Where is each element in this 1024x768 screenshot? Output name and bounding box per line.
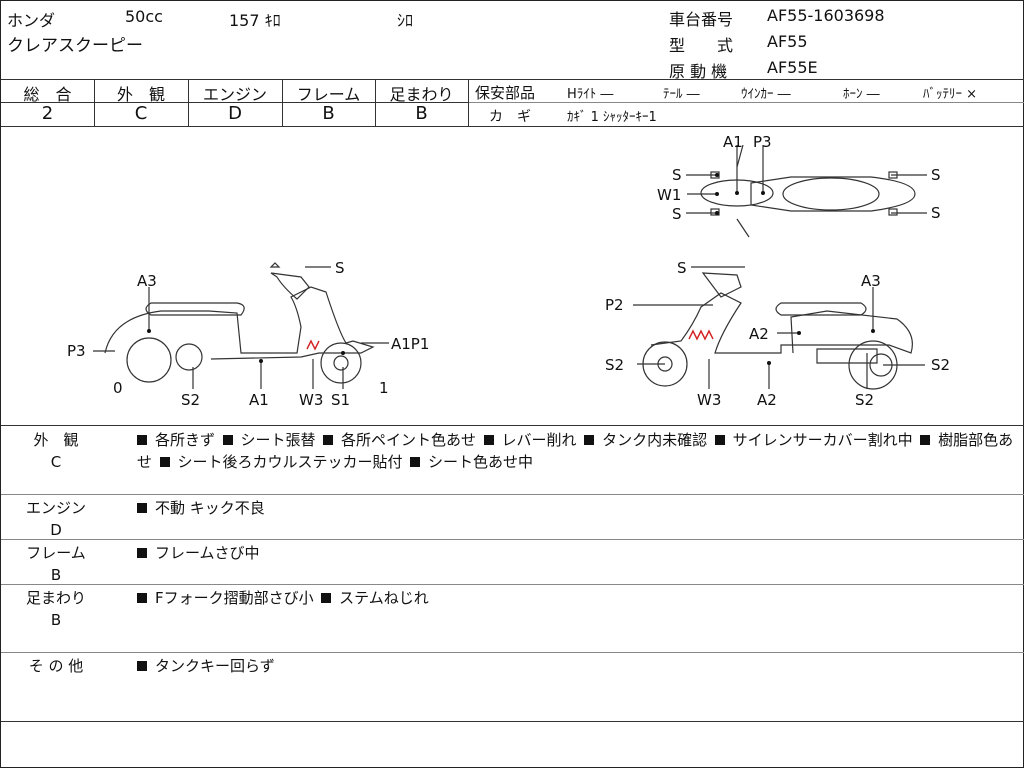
mark-right-a2: A2	[757, 391, 777, 409]
remarks-rule	[1, 652, 1024, 653]
marker-dot	[735, 191, 739, 195]
mileage: 157 ｷﾛ	[229, 11, 281, 30]
maker: ホンダ	[7, 11, 56, 30]
marker-dot	[761, 191, 765, 195]
marker-dot	[715, 173, 719, 177]
leader-lines	[93, 145, 927, 389]
safety-item-headlight: Hﾗｲﾄ ―	[567, 87, 614, 102]
type-value: AF55	[767, 32, 808, 51]
remarks-rule	[1, 539, 1024, 540]
body-color: ｼﾛ	[397, 11, 414, 30]
key-label: カ ギ	[489, 109, 531, 125]
grade-exterior-label: 外 観	[116, 85, 165, 104]
safety-item-battery: ﾊﾞｯﾃﾘｰ ×	[923, 87, 978, 102]
mark-right-w3: W3	[697, 391, 721, 409]
mark-left-w3: W3	[299, 391, 323, 409]
mark-right-s2: S2	[605, 356, 624, 374]
mark-top-p3: P3	[753, 133, 772, 151]
grade-table-bottom-rule	[1, 126, 1024, 127]
remarks-rule	[1, 494, 1024, 495]
grade-divider	[188, 79, 189, 126]
section-suspension-notes: Fフォーク摺動部さび小 ステムねじれ	[137, 587, 429, 609]
grade-total-label: 総 合	[23, 85, 72, 104]
grade-engine-value: D	[228, 103, 242, 124]
grade-total-value: 2	[41, 103, 54, 124]
type-label: 型 式	[669, 36, 734, 55]
mark-left-a3: A3	[137, 272, 157, 290]
safety-label: 保安部品	[475, 84, 536, 102]
mark-left-a1: A1	[249, 391, 269, 409]
mark-left-0: 0	[113, 379, 123, 397]
marker-dot	[871, 329, 875, 333]
mark-right-a3: A3	[861, 272, 881, 290]
engine-label: 原 動 機	[669, 62, 728, 81]
grade-suspension-label: 足まわり	[389, 85, 454, 104]
damage-marks	[306, 329, 714, 351]
section-exterior-notes: 各所きず シート張替 各所ペイント色あせ レバー削れ タンク内未確認 サイレンサ…	[137, 431, 1014, 471]
mark-top-a1: A1	[723, 133, 743, 151]
marker-dot	[147, 329, 151, 333]
remarks-rule	[1, 584, 1024, 585]
mark-top-s: S	[672, 205, 682, 223]
grade-exterior-value: C	[134, 103, 148, 124]
safety-item-tail: ﾃｰﾙ ―	[663, 87, 700, 102]
scooter-top-view	[700, 144, 916, 238]
section-engine-notes: 不動 キック不良	[137, 497, 265, 519]
marker-dot	[259, 359, 263, 363]
grade-divider	[375, 79, 376, 126]
marker-dot	[715, 211, 719, 215]
grade-divider	[282, 79, 283, 126]
mark-left-s2: S2	[181, 391, 200, 409]
remarks-top-rule	[1, 425, 1024, 426]
safety-item-winker: ｳｲﾝｶｰ ―	[741, 87, 791, 102]
displacement: 50cc	[125, 7, 163, 26]
model-name: クレアスクーピー	[7, 36, 143, 56]
marker-dot	[341, 351, 345, 355]
grade-table-top-rule	[1, 79, 1024, 80]
grade-divider	[468, 79, 469, 126]
key-value: ｶｷﾞ 1 ｼｬｯﾀｰｷｰ1	[567, 110, 657, 125]
chassis-label: 車台番号	[669, 10, 734, 29]
section-other-notes: タンクキー回らず	[137, 655, 275, 677]
grade-table-mid-rule	[1, 102, 468, 103]
remarks-bottom-rule	[1, 721, 1024, 722]
grade-engine-label: エンジン	[202, 85, 267, 104]
marker-dot	[715, 192, 719, 196]
marker-dot	[767, 361, 771, 365]
section-frame-notes: フレームさび中	[137, 542, 260, 564]
mark-left-p3: P3	[67, 342, 86, 360]
section-other-label: そ の 他	[28, 657, 84, 675]
safety-mid-rule	[468, 102, 1024, 103]
mark-right-p2: P2	[605, 296, 624, 314]
grade-suspension-value: B	[415, 103, 428, 124]
mark-right-a2: A2	[749, 325, 769, 343]
grade-divider	[94, 79, 95, 126]
mark-right-s: S	[677, 259, 687, 277]
scooter-left-view	[104, 262, 375, 384]
marker-dot	[797, 331, 801, 335]
mark-right-s2: S2	[931, 356, 950, 374]
mark-left-1: 1	[379, 379, 389, 397]
grade-frame-value: B	[322, 103, 335, 124]
mark-top-w1: W1	[657, 186, 681, 204]
mark-top-s: S	[931, 204, 941, 222]
grade-frame-label: フレーム	[296, 85, 361, 104]
engine-value: AF55E	[767, 58, 818, 77]
mark-top-s: S	[931, 166, 941, 184]
mark-top-s: S	[672, 166, 682, 184]
safety-item-horn: ﾎｰﾝ ―	[843, 87, 880, 102]
mark-right-s2: S2	[855, 391, 874, 409]
chassis-value: AF55-1603698	[767, 6, 885, 25]
mark-left-a1p1: A1P1	[391, 335, 429, 353]
mark-left-s1: S1	[331, 391, 350, 409]
mark-left-s: S	[335, 259, 345, 277]
damage-diagram: A1 P3 S W1 S S S S A3 P3 0 A1P1 S2 A1 W3…	[67, 133, 950, 409]
